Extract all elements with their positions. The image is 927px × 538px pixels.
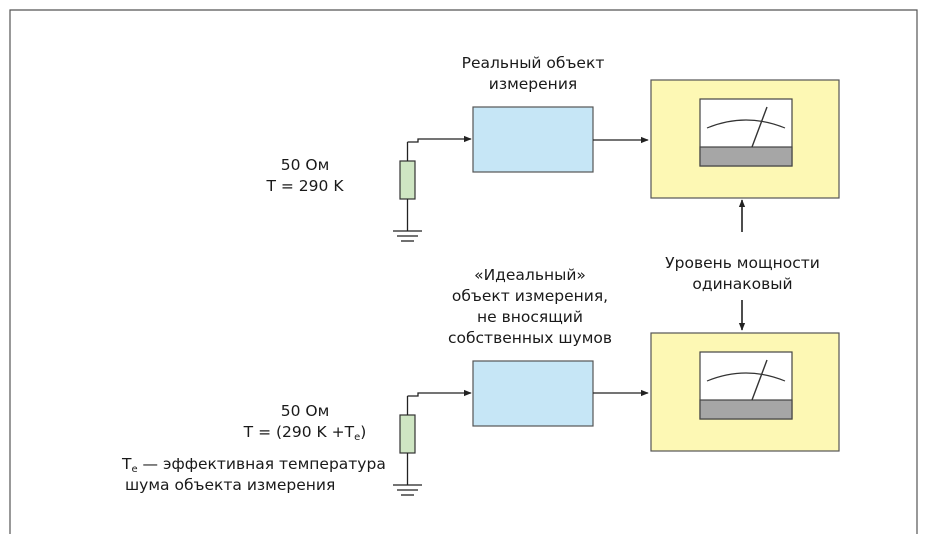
- top-source-label-line1: 50 Ом: [280, 156, 330, 174]
- te-note-line2: шума объекта измерения: [125, 476, 336, 494]
- power-level-label-line2: одинаковый: [692, 275, 793, 293]
- bottom-source-label-line2-prefix: T = (290 K +T: [243, 423, 355, 441]
- bottom-meter-scale-arc: [706, 372, 786, 382]
- te-note-line1: Te — эффективная температура: [115, 454, 386, 475]
- bottom-dut-label-line4: собственных шумов: [447, 329, 613, 347]
- te-note: Te — эффективная температура шума объект…: [115, 454, 386, 496]
- bottom-input-wire: [407, 389, 472, 397]
- frame-border: [9, 9, 918, 534]
- bottom-source-label-line1: 50 Ом: [280, 402, 330, 420]
- bottom-source-label-line2-suffix: ): [360, 423, 367, 441]
- top-meter-needle: [751, 106, 768, 148]
- top-ground-icon: [393, 230, 422, 242]
- te-note-line1-suffix: — эффективная температура: [137, 455, 386, 473]
- top-source-label-line2: T = 290 K: [266, 177, 344, 195]
- top-dut-label-line2: измерения: [488, 75, 578, 93]
- bottom-dut-label-line2: объект измерения,: [451, 287, 609, 305]
- power-level-label: Уровень мощности одинаковый: [655, 253, 830, 295]
- top-chain: [393, 79, 840, 242]
- power-level-label-line1: Уровень мощности: [665, 254, 820, 272]
- top-meter-scale-arc: [706, 119, 786, 129]
- bottom-dut-label: «Идеальный» объект измерения, не вносящи…: [430, 265, 630, 349]
- bottom-source-label-line2-sub: e: [354, 432, 361, 443]
- bottom-dut-block: [472, 360, 594, 427]
- top-input-wire: [407, 135, 472, 143]
- top-meter-scale-bar: [699, 146, 793, 167]
- bottom-resistor: [399, 414, 416, 454]
- top-resistor: [399, 160, 416, 200]
- te-note-line1-sub: e: [131, 464, 138, 475]
- top-source-label: 50 Ом T = 290 K: [245, 155, 365, 197]
- bottom-meter-needle: [751, 359, 768, 401]
- top-dut-label-line1: Реальный объект: [461, 54, 605, 72]
- bottom-dut-label-line1: «Идеальный»: [474, 266, 586, 284]
- top-dut-label: Реальный объект измерения: [448, 53, 618, 95]
- bottom-meter-scale-bar: [699, 399, 793, 420]
- bottom-chain: [393, 332, 840, 496]
- top-dut-block: [472, 106, 594, 173]
- bottom-source-label: 50 Ом T = (290 K +Te): [240, 401, 370, 443]
- bottom-dut-label-line3: не вносящий: [477, 308, 583, 326]
- te-note-line1-prefix: T: [122, 455, 132, 473]
- bottom-ground-icon: [393, 484, 422, 496]
- bottom-source-label-line2: T = (290 K +Te): [240, 422, 370, 443]
